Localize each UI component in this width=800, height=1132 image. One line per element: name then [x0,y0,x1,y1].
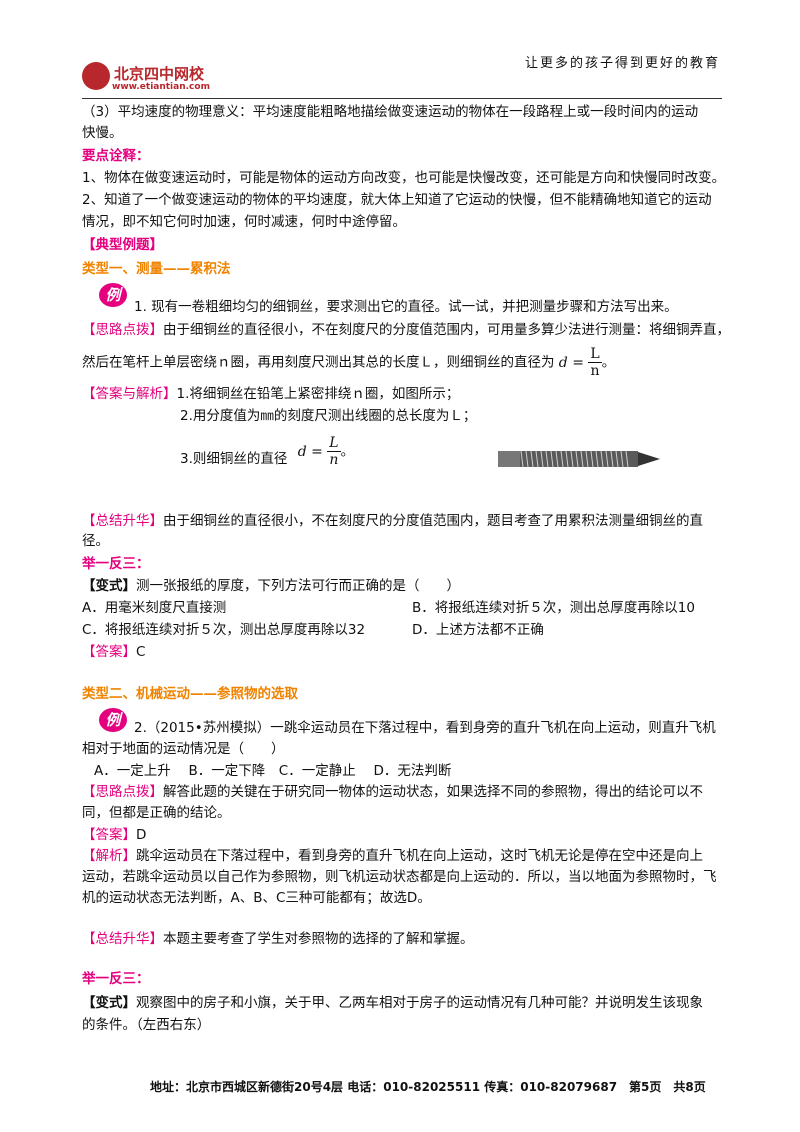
summary-tag: 【总结升华】 [82,931,163,947]
option-a: A．用毫米刻度尺直接测 [82,600,227,616]
analysis: 【解析】跳伞运动员在下落过程中，看到身旁的直升飞机在向上运动，这时飞机无论是停在… [82,848,703,864]
question-2-answer: 【答案】D [82,827,147,843]
paragraph-line: （3）平均速度的物理意义：平均速度能粗略地描绘做变速运动的物体在一段路程上或一段… [82,104,699,120]
variant-1: 【变式】测一张报纸的厚度，下列方法可行而正确的是（ ） [82,578,460,594]
analysis-line2: 运动，若跳伞运动员以自己作为参照物，则飞机运动状态都是向上运动的．所以，当以地面… [82,869,717,885]
practice-heading: 举一反三： [82,971,150,987]
analysis-tag: 【解析】 [82,848,136,864]
practice-heading: 举一反三： [82,556,150,572]
variant-tag: 【变式】 [82,995,136,1011]
example-badge: 例 [99,283,127,307]
variant-1-answer: 【答案】C [82,644,146,660]
footer-text: 地址：北京市西城区新德街20号4层 电话：010-82025511 传真：010… [150,1080,706,1094]
summary-2: 【总结升华】本题主要考查了学生对参照物的选择的了解和掌握。 [82,931,474,947]
paragraph-line: 快慢。 [82,125,123,141]
hint-tag: 【思路点拨】 [82,322,163,338]
option-c: C．将报纸连续对折５次，测出总厚度再除以32 [82,622,366,638]
logo-url: www.etiantian.com [112,82,210,92]
hint-tag: 【思路点拨】 [82,784,163,800]
summary-1-cont: 径。 [82,533,109,549]
analysis-line3: 机的运动状态无法判断，A、B、C三种可能都有；故选D。 [82,890,431,906]
logo-text: 北京四中网校 [114,65,205,83]
option-b: B．将报纸连续对折５次，测出总厚度再除以10 [412,600,695,616]
question-2: 2.（2015•苏州模拟）一跳伞运动员在下落过程中，看到身旁的直升飞机在向上运动… [134,720,716,736]
diameter-formula-2: d = L n [297,435,341,468]
diameter-formula: d = L n [558,346,602,379]
variant-2: 【变式】观察图中的房子和小旗，关于甲、乙两车相对于房子的运动情况有几种可能？并说… [82,995,703,1011]
hint-2: 【思路点拨】解答此题的关键在于研究同一物体的运动状态，如果选择不同的参照物，得出… [82,784,703,800]
hint-2-cont: 同，但都是正确的结论。 [82,805,231,821]
answer-1-step2: 2.用分度值为㎜的刻度尺测出线圈的总长度为Ｌ； [180,408,477,424]
hint-1: 【思路点拨】由于细铜丝的直径很小，不在刻度尺的分度值范围内，可用量多算少法进行测… [82,322,730,338]
variant-tag: 【变式】 [82,578,136,594]
question-2-cont: 相对于地面的运动情况是（ ） [82,741,285,757]
variant-2-cont: 的条件。（左西右东） [82,1017,211,1033]
key-points-heading: 要点诠释： [82,148,150,164]
logo-emblem-icon [82,62,110,90]
option-d: D．上述方法都不正确 [412,622,544,638]
summary-1: 【总结升华】由于细铜丝的直径很小，不在刻度尺的分度值范围内，题目考查了用累积法测… [82,513,703,529]
hint-1-cont: 然后在笔杆上单层密绕ｎ圈，再用刻度尺测出其总的长度Ｌ，则细铜丝的直径为 d = … [82,346,616,379]
key-point-2: 2、知道了一个做变速运动的物体的平均速度，就大体上知道了它运动的快慢，但不能精确… [82,192,712,208]
typical-examples-heading: 【典型例题】 [82,237,163,253]
type2-heading: 类型二、机械运动——参照物的选取 [82,686,298,702]
example-badge: 例 [99,708,127,732]
answer-tag: 【答案与解析】 [82,386,177,402]
answer-tag: 【答案】 [82,644,136,660]
question-1: 1. 现有一卷粗细均匀的细铜丝，要求测出它的直径。试一试，并把测量步骤和方法写出… [134,299,678,315]
copper-coil-image [498,450,660,468]
key-point-1: 1、物体在做变速运动时，可能是物体的运动方向改变，也可能是快慢改变，还可能是方向… [82,170,726,186]
summary-tag: 【总结升华】 [82,513,163,529]
key-point-2-cont: 情况，即不知它何时加速，何时减速，何时中途停留。 [82,214,406,230]
question-2-options: A．一定上升 B．一定下降 C．一定静止 D．无法判断 [94,763,452,779]
answer-1-step3: 3.则细铜丝的直径 d = L n 。 [180,435,355,468]
answer-1: 【答案与解析】1.将细铜丝在铅笔上紧密排绕ｎ圈，如图所示； [82,386,460,402]
type1-heading: 类型一、测量——累积法 [82,261,231,277]
header-rule [82,98,722,99]
answer-tag: 【答案】 [82,827,136,843]
header-slogan: 让更多的孩子得到更好的教育 [525,56,721,71]
